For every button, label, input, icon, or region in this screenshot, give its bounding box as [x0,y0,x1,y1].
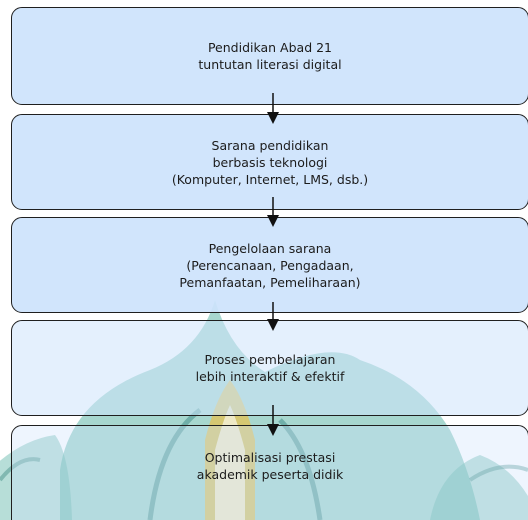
flow-step-3-text: Pengelolaan sarana (Perencanaan, Pengada… [179,240,361,290]
flow-step-3: Pengelolaan sarana (Perencanaan, Pengada… [11,217,528,313]
flow-step-4-text: Proses pembelajaran lebih interaktif & e… [195,352,345,384]
flow-step-5: Optimalisasi prestasi akademik peserta d… [11,425,528,520]
flow-step-2-text: Sarana pendidikan berbasis teknologi (Ko… [171,137,369,187]
flow-step-1: Pendidikan Abad 21 tuntutan literasi dig… [11,7,528,105]
flow-step-1-text: Pendidikan Abad 21 tuntutan literasi dig… [198,40,342,72]
flow-step-4: Proses pembelajaran lebih interaktif & e… [11,320,528,416]
flow-step-2: Sarana pendidikan berbasis teknologi (Ko… [11,114,528,210]
flow-step-5-text: Optimalisasi prestasi akademik peserta d… [196,450,344,482]
